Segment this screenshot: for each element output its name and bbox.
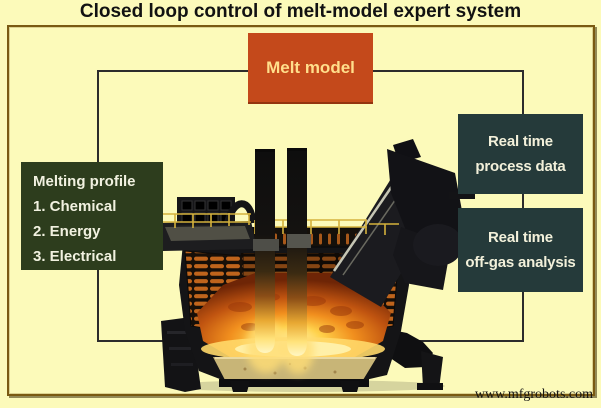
melting-profile-box: Melting profile 1. Chemical 2. Energy 3.… xyxy=(21,162,163,270)
work-platform xyxy=(157,197,257,251)
diagram-title: Closed loop control of melt-model expert… xyxy=(79,1,522,22)
melting-profile-item-electrical: 3. Electrical xyxy=(33,248,117,265)
melt-model-label: Melt model xyxy=(266,57,355,77)
realtime-offgas-line2: off-gas analysis xyxy=(465,254,576,271)
realtime-offgas-line1: Real time xyxy=(488,229,553,246)
electrodes xyxy=(253,148,311,356)
melting-profile-item-energy: 2. Energy xyxy=(33,223,101,240)
melting-profile-title: Melting profile xyxy=(33,173,136,190)
arc-furnace-illustration xyxy=(148,139,475,392)
realtime-process-data-line1: Real time xyxy=(488,133,553,150)
melting-profile-item-chemical: 1. Chemical xyxy=(33,198,117,215)
realtime-offgas-analysis-box: Real time off-gas analysis xyxy=(458,208,583,292)
outer-frame xyxy=(7,25,595,396)
realtime-process-data-line2: process data xyxy=(475,158,566,175)
offgas-duct xyxy=(330,139,475,307)
melt-model-box: Melt model xyxy=(248,33,373,104)
watermark-text: www.mfgrobots.com xyxy=(474,387,593,402)
realtime-process-data-box: Real time process data xyxy=(458,114,583,194)
